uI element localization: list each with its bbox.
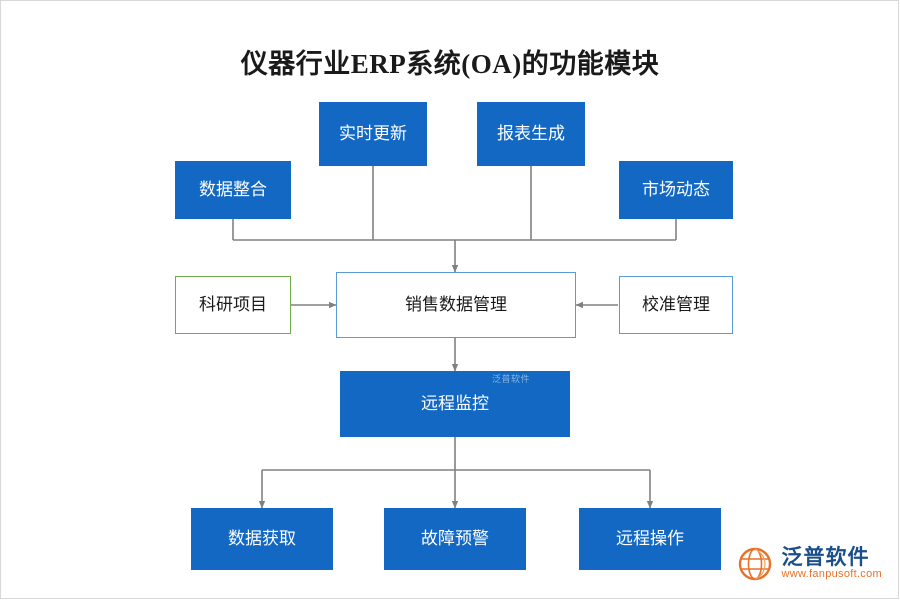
node-sales-data-management[interactable]: 销售数据管理 bbox=[336, 272, 576, 338]
brand-logo: 泛普软件 www.fanpusoft.com bbox=[735, 544, 882, 584]
node-calibration-management[interactable]: 校准管理 bbox=[619, 276, 733, 334]
node-data-integration[interactable]: 数据整合 bbox=[175, 161, 291, 219]
node-label: 科研项目 bbox=[199, 294, 267, 314]
node-label: 实时更新 bbox=[339, 123, 407, 143]
node-label: 校准管理 bbox=[642, 294, 710, 314]
node-remote-operation[interactable]: 远程操作 bbox=[579, 508, 721, 570]
node-data-acquisition[interactable]: 数据获取 bbox=[191, 508, 333, 570]
logo-name: 泛普软件 bbox=[781, 546, 870, 570]
node-label: 数据整合 bbox=[199, 179, 267, 199]
node-label: 远程监控 bbox=[421, 393, 489, 413]
node-fault-warning[interactable]: 故障预警 bbox=[384, 508, 526, 570]
node-market-dynamics[interactable]: 市场动态 bbox=[619, 161, 733, 219]
logo-url: www.fanpusoft.com bbox=[781, 568, 882, 581]
globe-icon bbox=[735, 544, 775, 584]
node-label: 远程操作 bbox=[616, 528, 684, 548]
node-report-generation[interactable]: 报表生成 bbox=[477, 102, 585, 166]
node-label: 报表生成 bbox=[497, 123, 565, 143]
watermark-text: 泛普软件 bbox=[492, 374, 531, 384]
node-realtime-update[interactable]: 实时更新 bbox=[319, 102, 427, 166]
node-research-project[interactable]: 科研项目 bbox=[175, 276, 291, 334]
page-title: 仪器行业ERP系统(OA)的功能模块 bbox=[240, 49, 660, 79]
node-label: 故障预警 bbox=[421, 528, 489, 548]
node-label: 市场动态 bbox=[642, 179, 710, 199]
node-remote-monitoring[interactable]: 远程监控 bbox=[340, 371, 570, 437]
logo-text-block: 泛普软件 www.fanpusoft.com bbox=[782, 547, 882, 581]
node-label: 销售数据管理 bbox=[405, 294, 507, 314]
node-label: 数据获取 bbox=[228, 528, 296, 548]
center-watermark: 泛普软件 bbox=[492, 372, 530, 385]
